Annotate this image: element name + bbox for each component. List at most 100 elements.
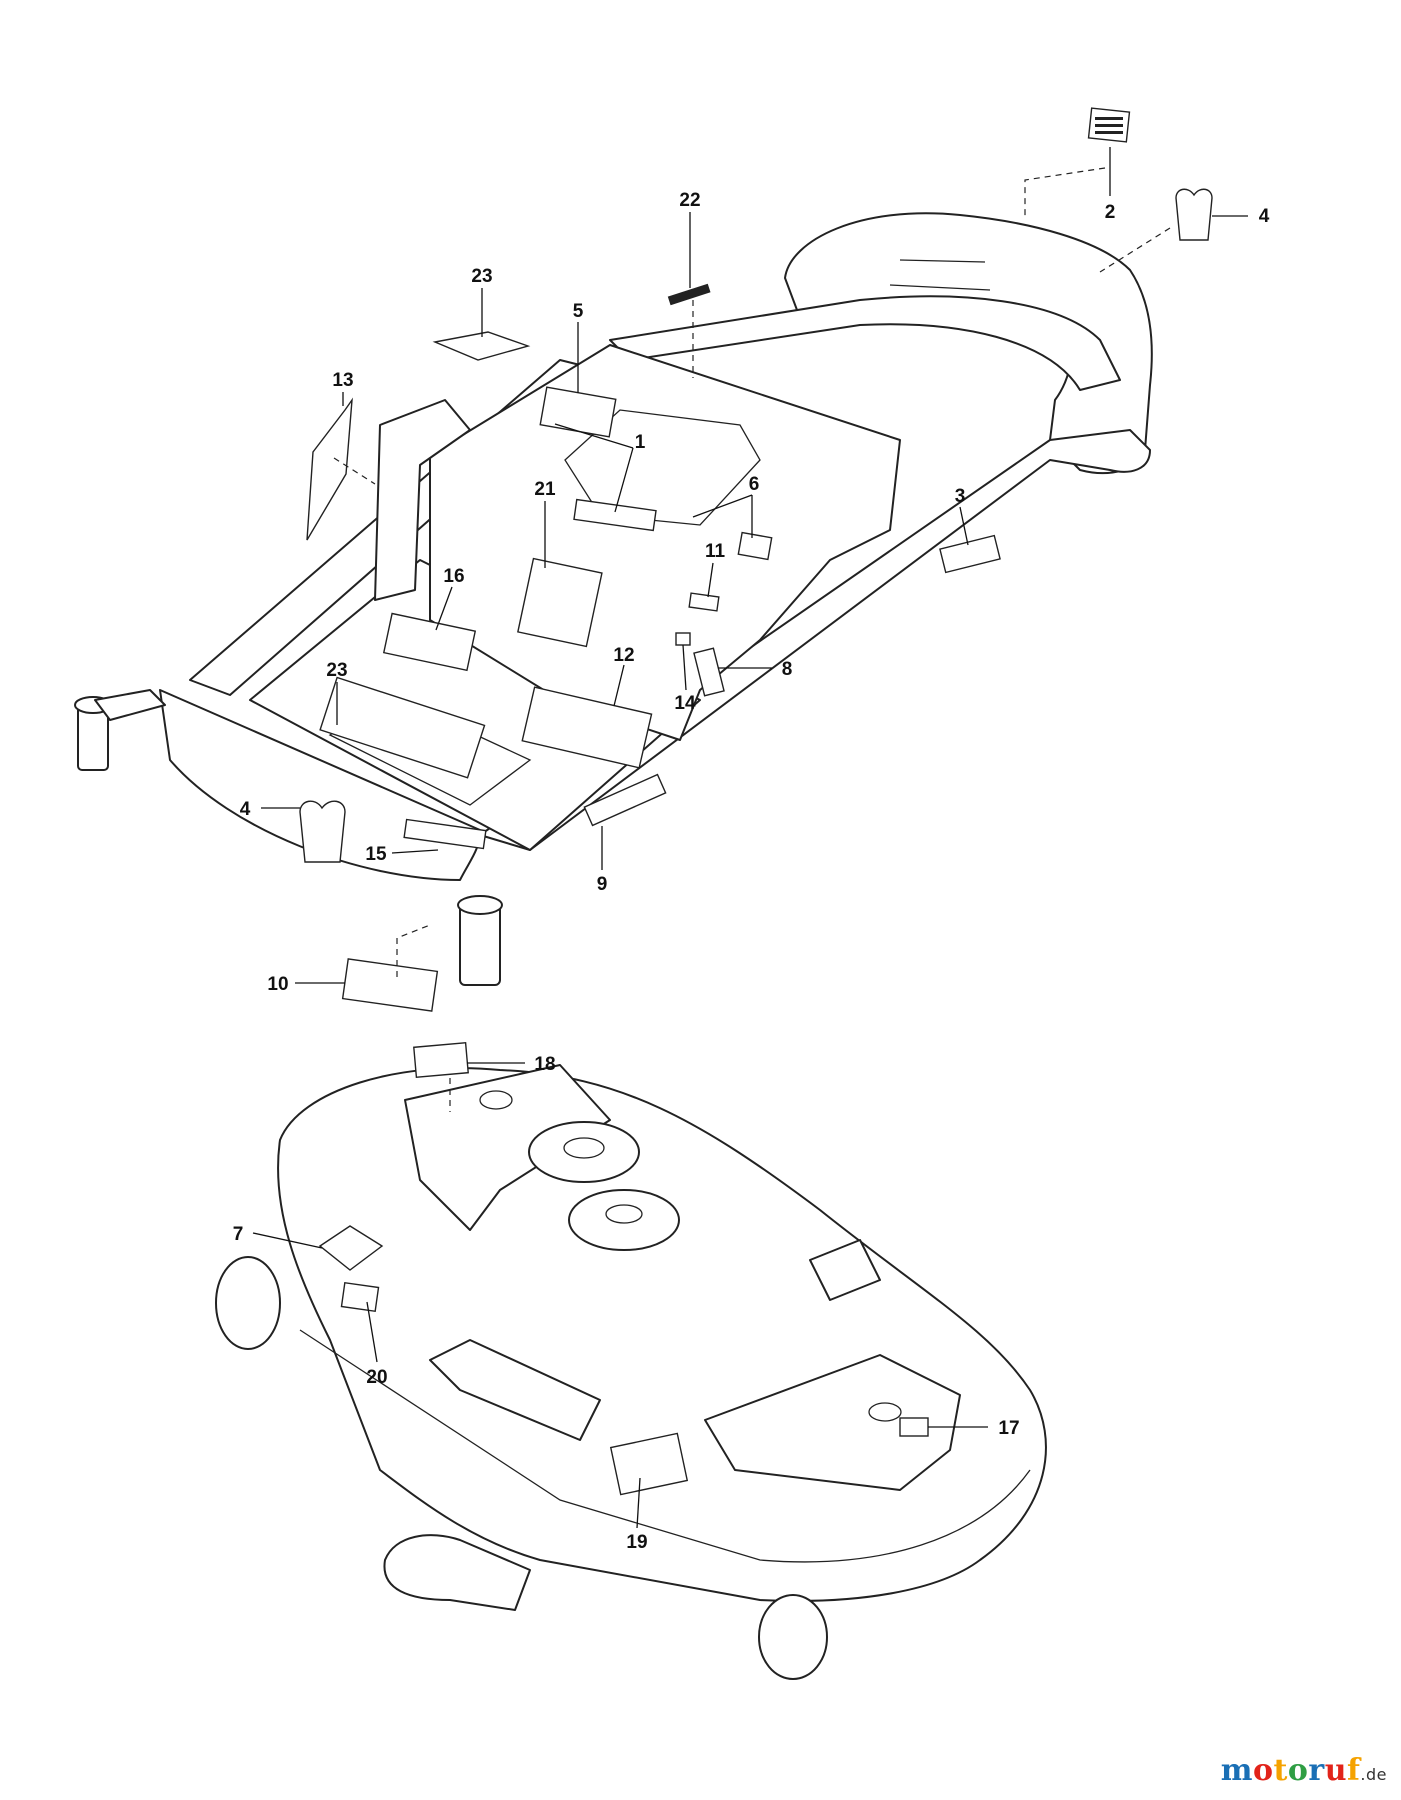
callout-11: 11: [705, 541, 726, 562]
assembly-line-4: [1099, 227, 1171, 273]
decal-23-upper: [432, 331, 531, 361]
callout-9: 9: [597, 874, 608, 895]
decal-21: [517, 557, 603, 648]
decal-17: [899, 1417, 929, 1437]
callout-23: 23: [326, 660, 347, 681]
leader-3: [959, 506, 969, 546]
decal-22: [667, 283, 711, 306]
decal-9-husqvarna-badge: [583, 773, 667, 827]
wheel-icon: [758, 1594, 828, 1680]
assembly-line-10: [396, 924, 431, 977]
watermark-letter: t: [1273, 1753, 1288, 1788]
callout-15: 15: [365, 844, 387, 865]
callout-10: 10: [267, 974, 288, 995]
leader-1: [554, 423, 634, 513]
leader-20: [366, 1301, 378, 1363]
watermark-letter: o: [1287, 1753, 1309, 1788]
front-caster-tube-right: [459, 904, 501, 986]
callout-8: 8: [782, 659, 793, 680]
leader-11: [707, 562, 714, 598]
decal-6: [737, 531, 773, 561]
decal-13: [306, 397, 353, 541]
callout-2: 2: [1105, 202, 1116, 223]
front-caster-tube-left: [77, 704, 109, 771]
decal-14: [675, 632, 691, 646]
belt-cover-right: [704, 1354, 961, 1491]
watermark-letter: o: [1252, 1753, 1274, 1788]
callout-12: 12: [613, 645, 634, 666]
belt-cover-left: [404, 1064, 611, 1231]
callout-13: 13: [332, 370, 353, 391]
watermark-letter: m: [1220, 1753, 1253, 1788]
leader-12: [613, 664, 625, 707]
callout-14: 14: [674, 693, 696, 714]
decal-19: [609, 1432, 689, 1496]
front-bumper: [159, 689, 481, 881]
deck-skirt: [299, 1329, 1031, 1563]
husqvarna-crown-logo-icon: [299, 800, 346, 863]
callout-21: 21: [534, 479, 556, 500]
decal-3: [939, 534, 1001, 574]
callout-20: 20: [366, 1367, 387, 1388]
callout-22: 22: [679, 190, 700, 211]
frame-rear-rail: [609, 295, 1121, 391]
assembly-line-2: [1024, 167, 1106, 220]
callout-7: 7: [233, 1224, 244, 1245]
pulley-icon: [568, 1189, 680, 1251]
callout-18: 18: [534, 1054, 555, 1075]
deck-bracket-rear: [809, 1239, 881, 1301]
callout-4: 4: [1259, 206, 1270, 227]
watermark-letter: r: [1308, 1753, 1325, 1788]
leader-14: [682, 644, 687, 691]
callout-1: 1: [635, 432, 646, 453]
warning-decal-icon: [318, 1225, 384, 1271]
callout-4: 4: [240, 799, 251, 820]
callout-6: 6: [749, 474, 760, 495]
callout-23: 23: [471, 266, 492, 287]
caster-mount-left: [94, 689, 166, 721]
seat-plate: [429, 344, 901, 741]
left-tower: [374, 399, 471, 601]
pulley-icon: [528, 1121, 640, 1183]
decal-12: [521, 686, 653, 769]
spindle-right: [868, 1402, 902, 1422]
callout-19: 19: [626, 1532, 647, 1553]
pulley-hub: [563, 1137, 605, 1159]
callout-leaders: [252, 147, 1248, 1529]
motoruf-watermark: motoruf.de: [1221, 1753, 1387, 1788]
wheel-icon: [215, 1256, 281, 1350]
decal-10: [341, 958, 439, 1012]
spindle-left: [479, 1090, 513, 1110]
frame-decals: [299, 107, 1213, 1012]
floor-pan: [249, 559, 701, 851]
deck-decals: [318, 1042, 929, 1496]
leader-15: [391, 849, 439, 854]
caster-tube-top-right: [457, 895, 503, 915]
decal-11: [688, 592, 720, 612]
callout-17: 17: [998, 1418, 1019, 1439]
frame-assembly: [74, 212, 1153, 986]
decal-20: [340, 1281, 380, 1313]
callout-5: 5: [573, 301, 584, 322]
leader-6: [692, 494, 753, 538]
decal-18: [413, 1042, 469, 1078]
deck-bracket-front: [429, 1339, 601, 1441]
callout-3: 3: [955, 486, 966, 507]
leader-7: [252, 1232, 323, 1249]
decal-16: [382, 612, 477, 672]
watermark-letter: u: [1324, 1753, 1347, 1788]
decal-2-text: [1095, 117, 1123, 134]
decal-8: [693, 647, 725, 697]
husqvarna-crown-logo-icon: [1175, 188, 1213, 241]
assembly-lines: [333, 167, 1171, 1112]
leader-19: [636, 1477, 641, 1529]
mower-deck-shell: [277, 1067, 1047, 1602]
callouts: 2 4 22 23 5 13 1 6 21 3 11 16 12 14 8 23…: [233, 190, 1270, 1553]
leader-16: [435, 586, 453, 631]
decal-23-lower: [319, 676, 486, 779]
watermark-suffix: .de: [1360, 1765, 1387, 1784]
discharge-chute-roller: [383, 1534, 531, 1611]
mower-deck-assembly: [215, 1064, 1047, 1680]
decal-15: [403, 818, 487, 850]
